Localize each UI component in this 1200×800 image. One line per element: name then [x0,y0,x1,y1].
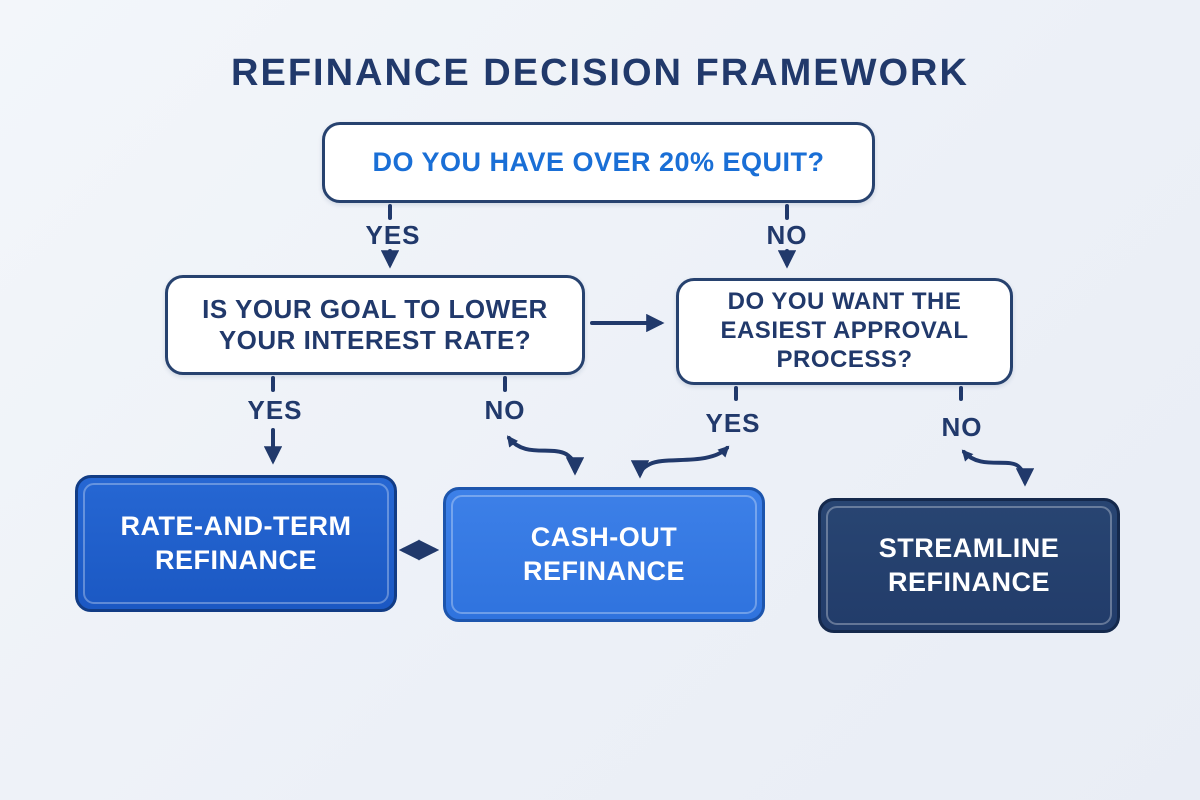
node-streamline-refinance: STREAMLINE REFINANCE [818,498,1120,633]
page-title: REFINANCE DECISION FRAMEWORK [231,52,969,94]
node-rate-and-term-refinance: RATE-AND-TERM REFINANCE [75,475,397,612]
edge-label-goal-yes: YES [247,395,303,425]
equity-question-text: DO YOU HAVE OVER 20% EQUIT? [372,147,825,177]
goal-question-text: IS YOUR GOAL TO LOWER YOUR INTEREST RATE… [202,294,548,355]
edge-label-equity-yes: YES [365,220,421,250]
edge-label-approval-no: NO [941,412,983,442]
node-cash-out-refinance: CASH-OUT REFINANCE [443,487,765,622]
connector-approval-no-curve [961,449,1035,487]
node-approval-question: DO YOU WANT THE EASIEST APPROVAL PROCESS… [676,278,1013,385]
streamline-text: STREAMLINE REFINANCE [878,532,1060,597]
edge-label-equity-no: NO [766,220,808,250]
node-goal-question: IS YOUR GOAL TO LOWER YOUR INTEREST RATE… [165,275,585,375]
cash-out-text: CASH-OUT REFINANCE [522,521,685,586]
edge-label-goal-no: NO [484,395,526,425]
connector-approval-yes-curve [630,445,730,479]
edge-label-approval-yes: YES [705,408,761,438]
node-equity-question: DO YOU HAVE OVER 20% EQUIT? [322,122,875,203]
approval-question-text: DO YOU WANT THE EASIEST APPROVAL PROCESS… [720,288,969,373]
connector-goal-no-curve [506,435,585,476]
rate-and-term-text: RATE-AND-TERM REFINANCE [120,510,352,575]
